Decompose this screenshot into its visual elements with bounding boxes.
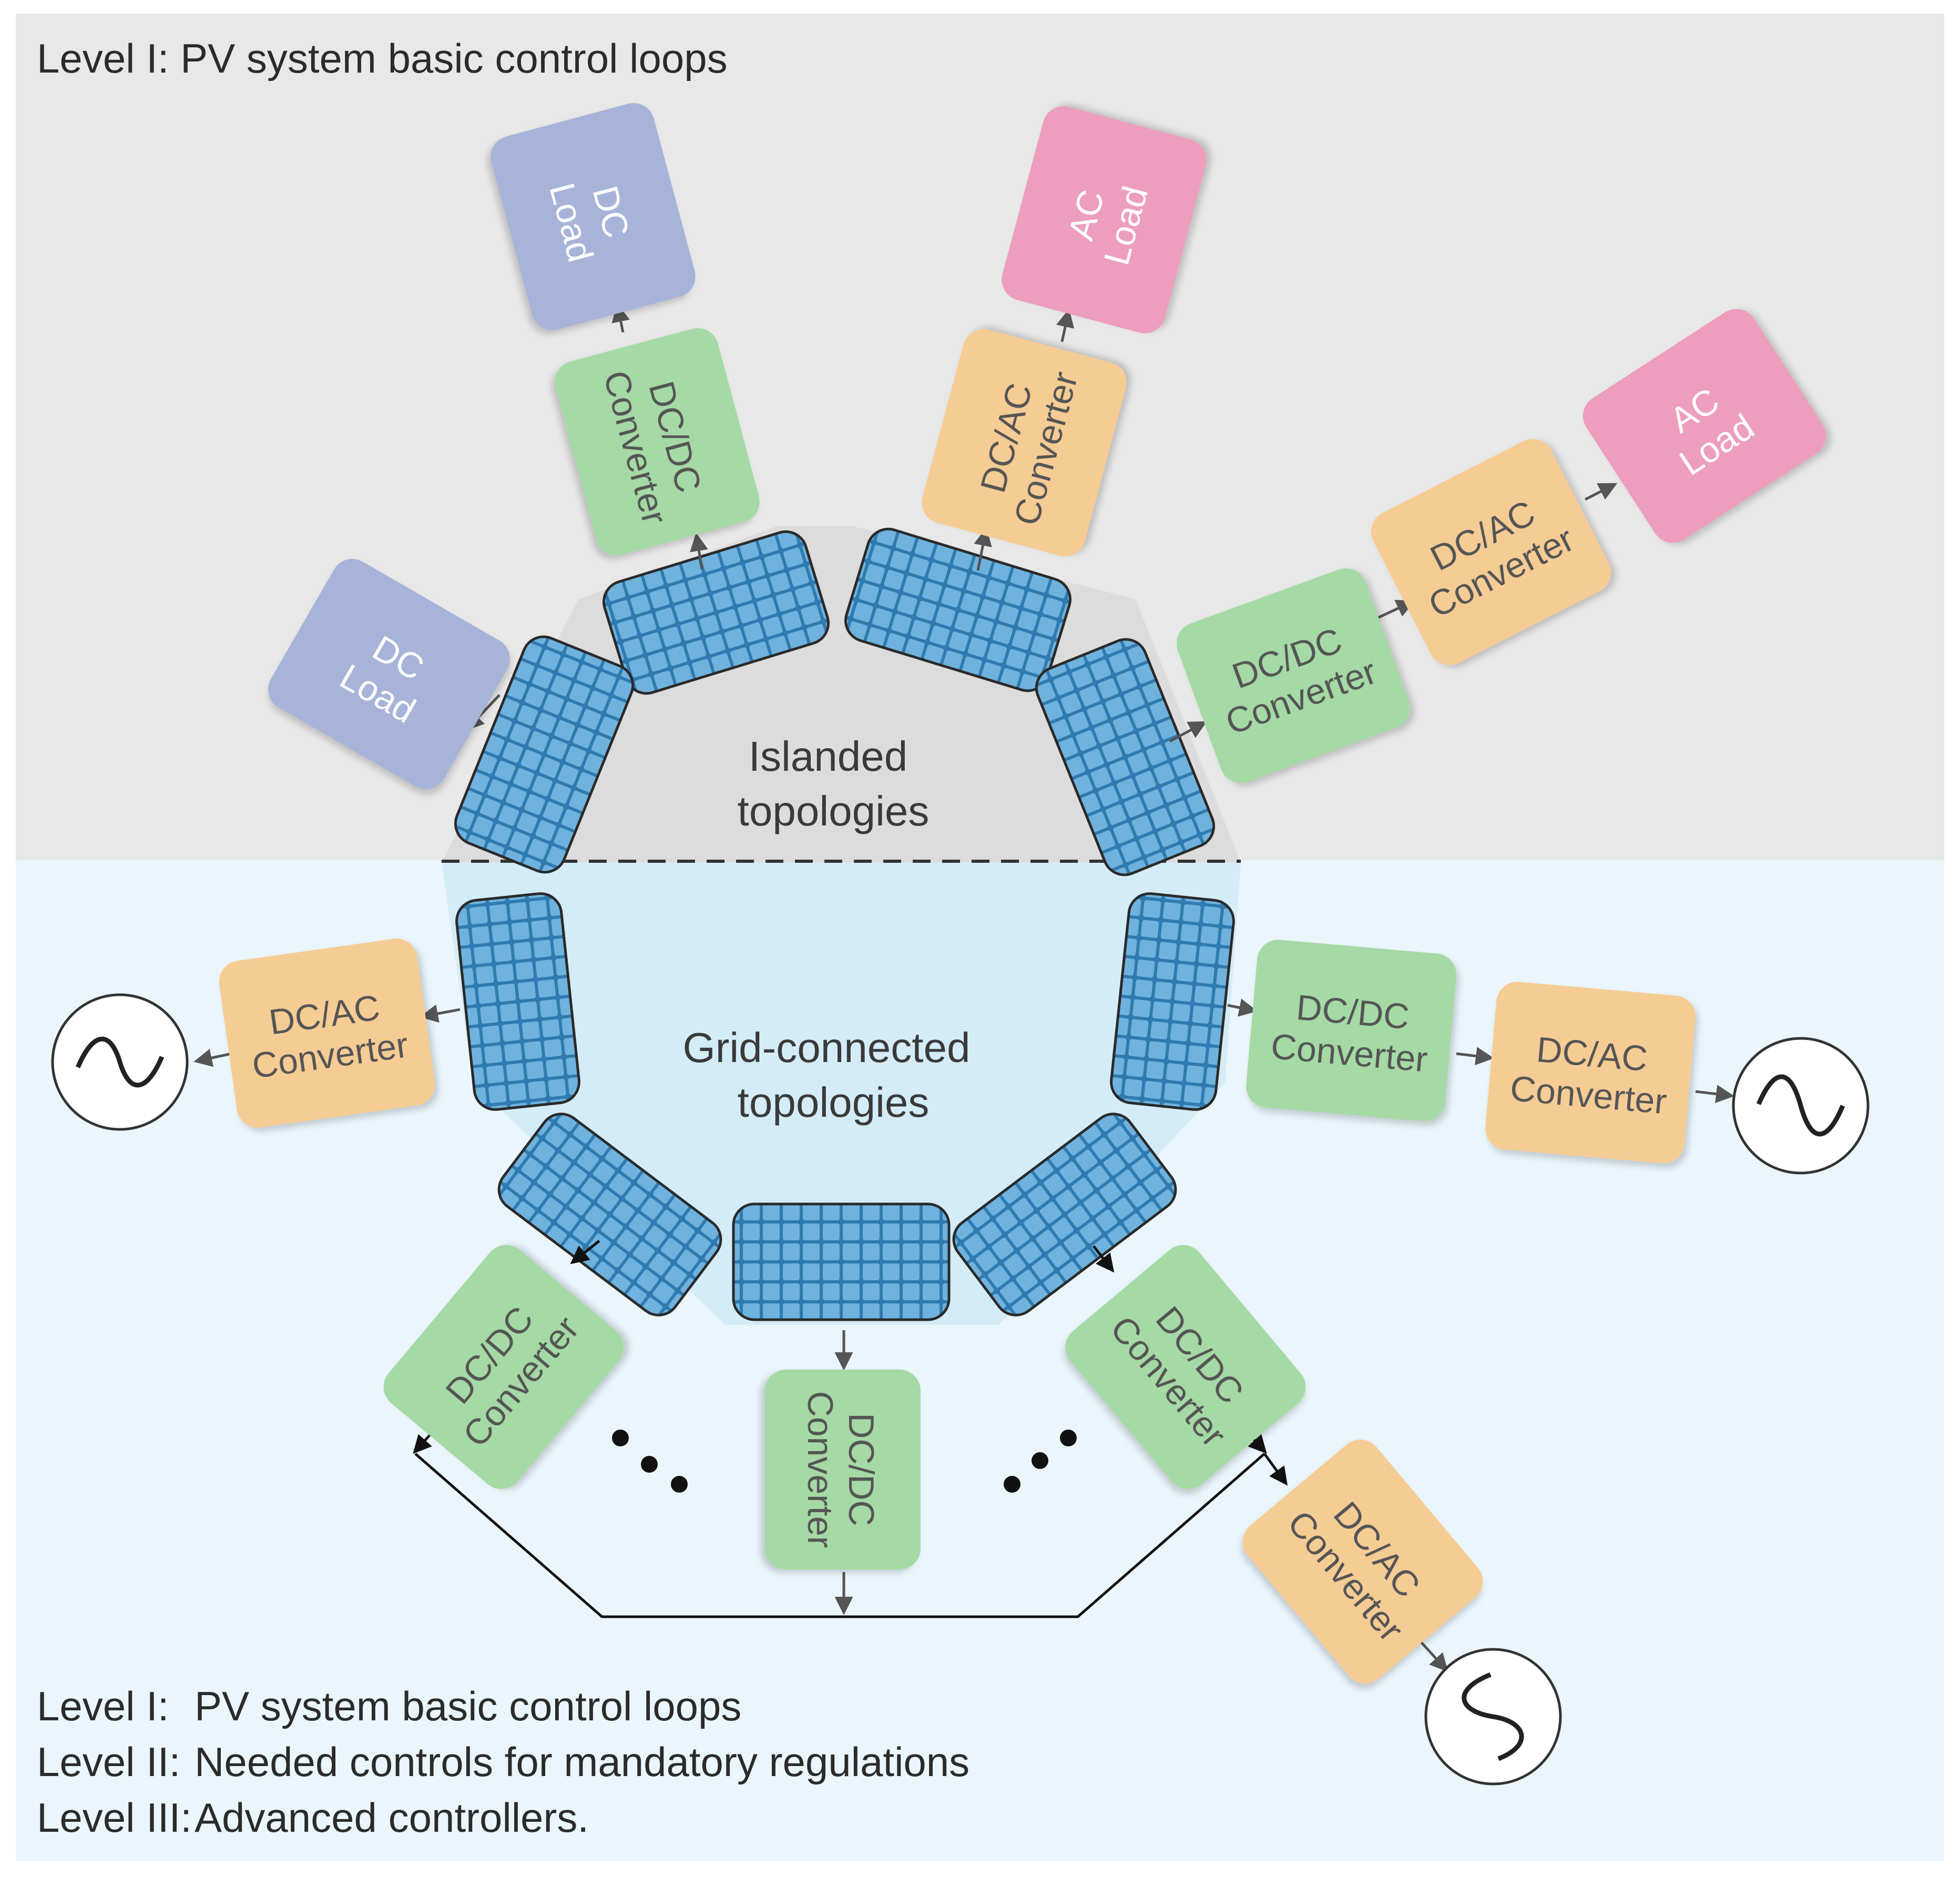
pv-panel-top-right xyxy=(844,527,1071,692)
top-header: Level I: PV system basic control loops xyxy=(37,35,728,81)
pv-panel-right-grid xyxy=(1110,892,1235,1111)
pv-panel-bottom-center xyxy=(732,1202,951,1321)
legend-level-2-text: Needed controls for mandatory regulation… xyxy=(195,1739,969,1785)
legend-level-1-label: Level I: xyxy=(37,1683,169,1729)
dc-load-top: DC Load xyxy=(491,103,696,330)
dc-ac-converter-right-top: DC/AC Converter xyxy=(1371,438,1611,666)
dc-ac-converter-left-grid: DC/AC Converter xyxy=(219,938,435,1128)
sine-wave-icon xyxy=(1756,1074,1845,1137)
ac-source-left xyxy=(51,993,189,1131)
dc-dc-converter-bottom-right: DC/DC Converter xyxy=(1065,1244,1306,1490)
svg-text:Converter: Converter xyxy=(800,1391,840,1548)
ac-load-right: AC Load xyxy=(1583,309,1826,543)
ellipsis-left xyxy=(612,1430,688,1493)
ac-load-top: AC Load xyxy=(1002,106,1207,333)
grid-label-line1: Grid-connected xyxy=(683,1024,971,1071)
legend-level-2-label: Level II: xyxy=(37,1739,180,1785)
islanded-label-line2: topologies xyxy=(738,788,930,834)
dc-dc-converter-bottom-center: DC/DC Converter xyxy=(765,1370,921,1569)
ellipsis-right xyxy=(1004,1430,1077,1493)
legend-level-3-label: Level III: xyxy=(37,1794,192,1841)
ac-source-right xyxy=(1732,1037,1870,1175)
dc-dc-converter-right-top: DC/DC Converter xyxy=(1177,568,1410,783)
dc-load-left: DC Load xyxy=(268,559,510,789)
grid-label-line2: topologies xyxy=(738,1079,930,1126)
dc-ac-converter-right-grid: DC/AC Converter xyxy=(1485,982,1696,1164)
pv-panel-left-islanded xyxy=(454,635,635,874)
pv-panel-left-grid xyxy=(455,892,580,1111)
legend: Level I: PV system basic control loops L… xyxy=(37,1683,969,1841)
svg-text:DC/DC: DC/DC xyxy=(841,1413,881,1526)
dc-dc-converter-top: DC/DC Converter xyxy=(555,328,760,555)
svg-text:DC/AC: DC/AC xyxy=(1535,1029,1649,1079)
dc-dc-converter-right-grid: DC/DC Converter xyxy=(1246,940,1456,1121)
dc-ac-converter-top: DC/AC Converter xyxy=(922,329,1127,556)
svg-text:DC/DC: DC/DC xyxy=(1294,987,1411,1037)
sine-wave-icon xyxy=(1462,1672,1524,1761)
ac-source-bottom xyxy=(1424,1648,1562,1786)
islanded-label-line1: Islanded xyxy=(749,733,907,780)
legend-level-3-text: Advanced controllers. xyxy=(195,1794,589,1841)
sine-wave-icon xyxy=(75,1036,165,1088)
legend-level-1-text: PV system basic control loops xyxy=(195,1683,741,1729)
